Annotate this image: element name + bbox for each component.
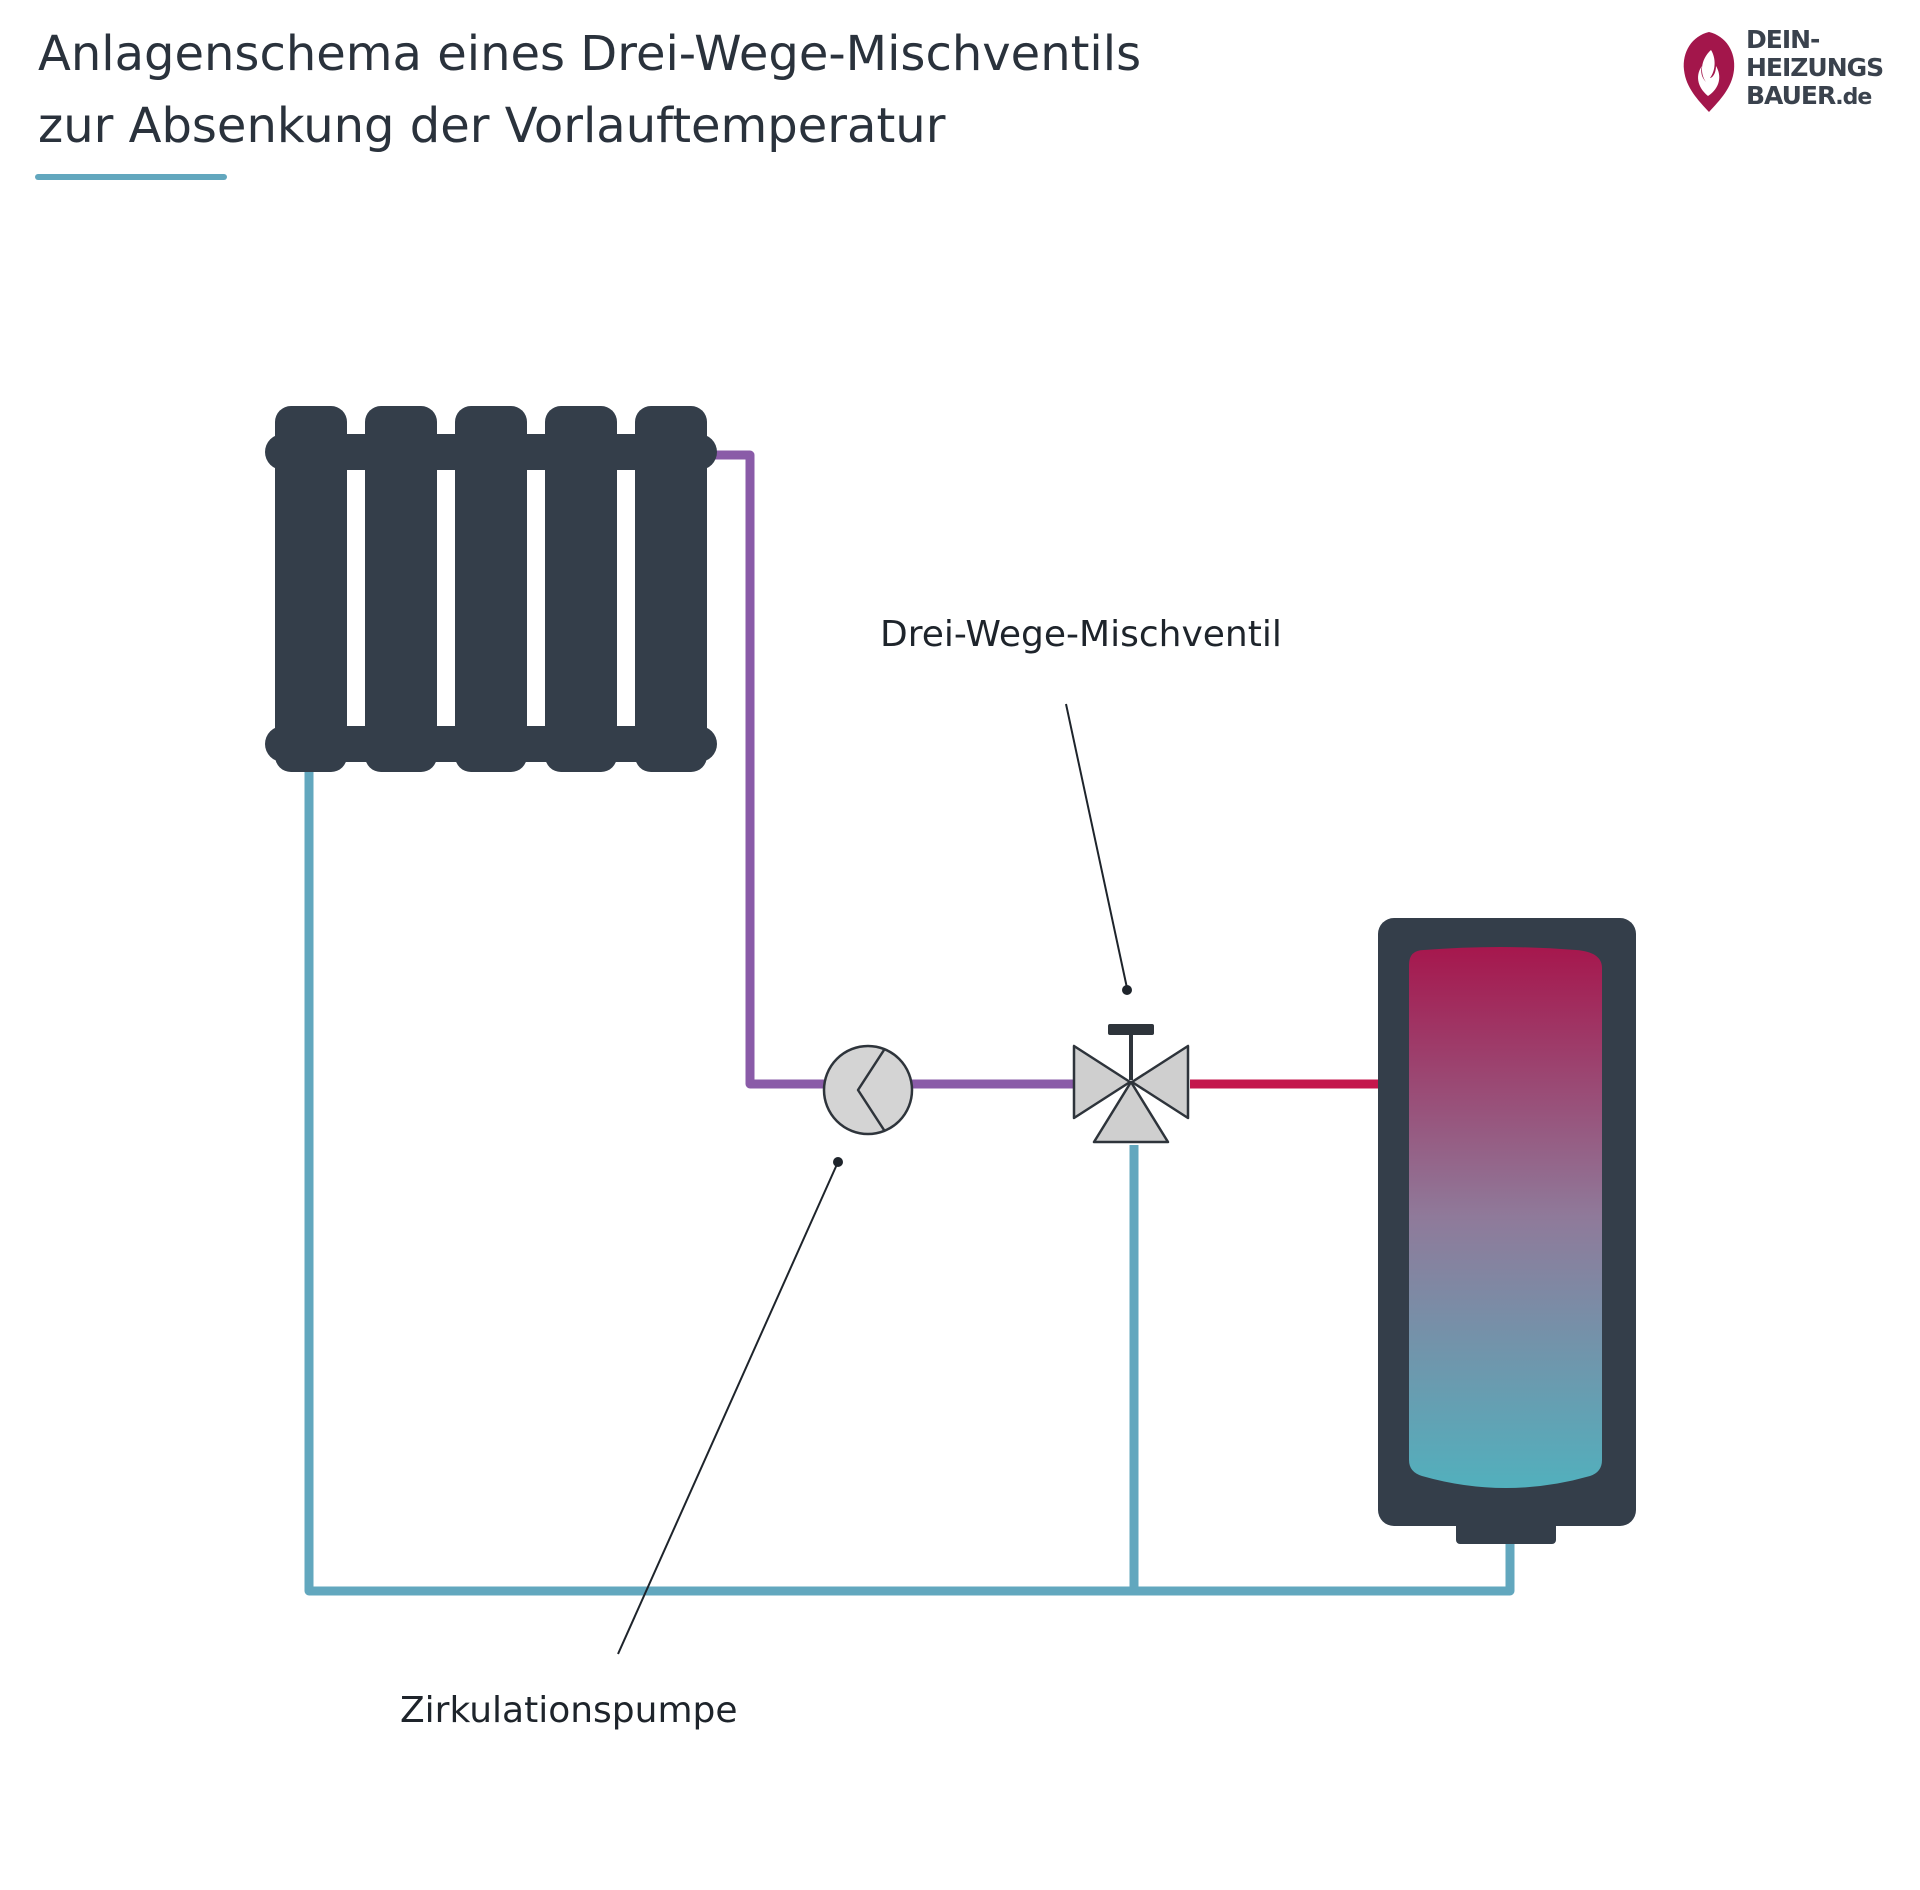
valve-label: Drei-Wege-Mischventil <box>880 614 1282 655</box>
title-underline <box>35 174 227 180</box>
pump-label: Zirkulationspumpe <box>400 1690 738 1731</box>
page-title: Anlagenschema eines Drei-Wege-Mischventi… <box>38 18 1141 162</box>
title-line-2: zur Absenkung der Vorlauftemperatur <box>38 98 946 154</box>
logo-suffix: .de <box>1835 85 1872 110</box>
logo-wordmark: DEIN- HEIZUNGS BAUER.de <box>1746 25 1884 112</box>
pump-leader-line <box>617 1157 843 1655</box>
mixed-supply-pipe <box>700 450 830 1089</box>
radiator <box>265 406 717 772</box>
valve-leader-line <box>1065 703 1132 995</box>
buffer-tank <box>1378 918 1636 1544</box>
title-line-1: Anlagenschema eines Drei-Wege-Mischventi… <box>38 26 1142 82</box>
brand-logo: DEIN- HEIZUNGS BAUER.de <box>1678 22 1898 122</box>
circulation-pump <box>822 1044 914 1136</box>
logo-line-1: DEIN- <box>1746 25 1820 54</box>
three-way-valve <box>1072 1024 1190 1144</box>
logo-line-2: HEIZUNGS <box>1746 53 1884 82</box>
flame-icon <box>1683 32 1735 112</box>
return-pipe-main <box>304 770 1515 1596</box>
logo-line-3: BAUER <box>1746 81 1836 110</box>
